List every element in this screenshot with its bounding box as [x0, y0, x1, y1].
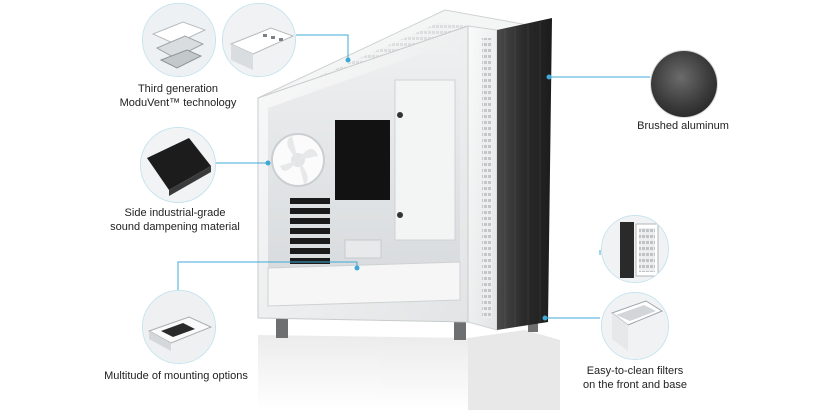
callout-lines: [177, 34, 650, 321]
sound-dampening-label: Side industrial-grade sound dampening ma…: [100, 206, 250, 234]
case-foot: [454, 318, 466, 340]
brushed-metal-swatch-icon: [650, 50, 718, 118]
front-filter-icon: [601, 215, 669, 283]
sound-dampening-label-line2: sound dampening material: [110, 221, 240, 233]
moduvent-label-line1: Third generation: [137, 83, 219, 95]
mounting-label: Multitude of mounting options: [94, 369, 258, 383]
filters-label-line1: Easy-to-clean filters: [586, 365, 684, 377]
expansion-slots: [290, 198, 330, 264]
moduvent-label: Third generation ModuVent™ technology: [118, 82, 238, 110]
top-panel-closeup-icon: [222, 3, 296, 77]
case-foot: [276, 316, 288, 338]
aluminum-label-line1: Brushed aluminum: [637, 120, 729, 132]
sound-dampening-label-line1: Side industrial-grade: [124, 207, 226, 219]
aluminum-label: Brushed aluminum: [620, 119, 746, 133]
floor-reflection: [258, 330, 560, 410]
filters-label-line2: on the front and base: [583, 379, 687, 391]
filters-label: Easy-to-clean filters on the front and b…: [570, 364, 700, 392]
mounting-label-line1: Multitude of mounting options: [104, 370, 248, 382]
psu-shroud: [267, 261, 461, 307]
cable-cover: [394, 79, 456, 241]
brushed-front-panel: [497, 18, 552, 330]
motherboard-cutout: [335, 120, 390, 200]
dampening-pad-icon: [140, 127, 216, 203]
drive-bay-icon: [142, 290, 216, 364]
base-filter-icon: [601, 292, 669, 360]
top-panel-exploded-icon: [142, 3, 216, 77]
moduvent-label-line2: ModuVent™ technology: [119, 97, 237, 109]
case-foot: [528, 318, 538, 332]
